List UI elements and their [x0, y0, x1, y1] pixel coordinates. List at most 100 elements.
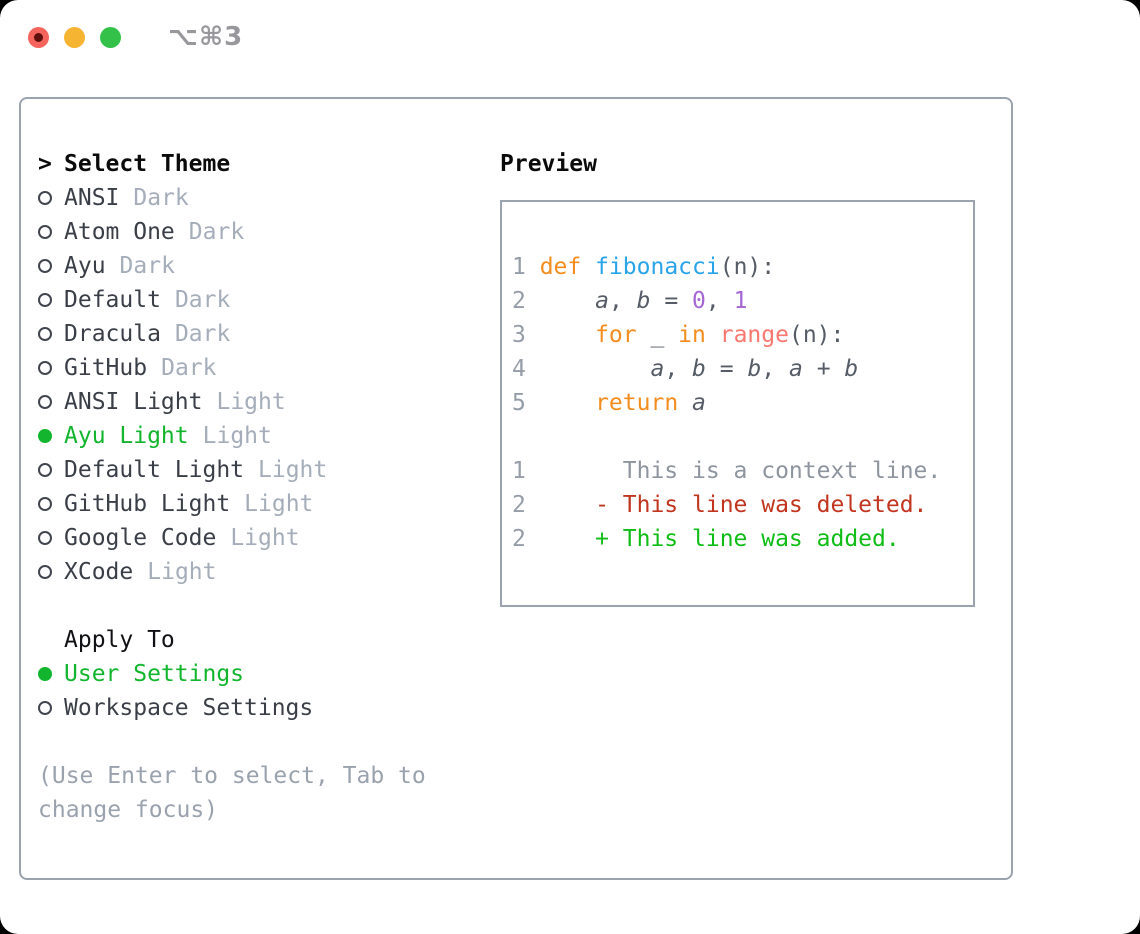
code-line: 2 a, b = 0, 1	[512, 284, 973, 318]
theme-variant-label: Light	[230, 525, 300, 551]
code-token: fibonacci	[595, 254, 720, 280]
code-token: a	[595, 288, 609, 314]
theme-variant-label: Light	[258, 457, 328, 483]
radio-icon	[38, 497, 52, 511]
code-token: def	[539, 254, 582, 280]
theme-item-label: Ayu	[64, 253, 106, 279]
code-token: (n):	[788, 322, 845, 348]
diff-line: 1 This is a context line.	[512, 454, 973, 488]
apply-option-label: Workspace Settings	[64, 695, 314, 721]
preview-header: Preview	[500, 147, 1011, 181]
help-line-1: (Use Enter to select, Tab to	[38, 763, 426, 789]
code-token: a	[650, 356, 665, 382]
radio-icon	[38, 191, 52, 205]
code-token: - This line was deleted.	[539, 492, 928, 518]
code-line: 3 for _ in range(n):	[512, 318, 973, 352]
code-token: range	[719, 322, 789, 348]
code-token	[706, 322, 720, 348]
code-token: =	[705, 356, 748, 382]
theme-variant-label: Dark	[174, 321, 231, 347]
theme-variant-label: Dark	[133, 185, 189, 211]
code-token: (n):	[719, 254, 776, 280]
titlebar-shortcut: ⌥⌘3	[168, 22, 244, 52]
theme-item-label: Dracula	[64, 321, 161, 347]
theme-item-label: Ayu Light	[64, 423, 189, 449]
theme-item-default[interactable]: Default Dark	[38, 283, 483, 317]
code-token: return	[595, 390, 679, 416]
theme-item-atom-one[interactable]: Atom One Dark	[38, 215, 483, 249]
code-token: ,	[705, 288, 734, 314]
apply-option-workspace-settings[interactable]: Workspace Settings	[38, 691, 483, 725]
theme-item-github[interactable]: GitHub Dark	[38, 351, 483, 385]
select-theme-title: Select Theme	[64, 151, 231, 177]
line-number: 2	[512, 492, 526, 518]
theme-variant-label: Light	[244, 491, 314, 517]
radio-icon	[38, 293, 52, 307]
code-token: This is a context line.	[539, 458, 942, 484]
radio-icon	[38, 463, 52, 477]
apply-option-user-settings[interactable]: User Settings	[38, 657, 483, 691]
help-line-2: change focus)	[38, 797, 219, 823]
theme-item-default-light[interactable]: Default Light Light	[38, 453, 483, 487]
line-number: 4	[512, 356, 526, 382]
code-token: ,	[608, 288, 637, 314]
theme-item-label: GitHub	[64, 355, 148, 381]
preview-title: Preview	[500, 151, 597, 177]
code-token: =	[650, 288, 693, 314]
theme-variant-label: Light	[216, 389, 286, 415]
theme-item-google-code[interactable]: Google Code Light	[38, 521, 483, 555]
help-text: (Use Enter to select, Tab to change focu…	[38, 759, 483, 827]
zoom-button[interactable]	[100, 26, 121, 48]
theme-item-label: Atom One	[64, 219, 175, 245]
code-token: ,	[761, 356, 789, 382]
theme-item-label: Google Code	[64, 525, 217, 551]
theme-item-dracula[interactable]: Dracula Dark	[38, 317, 483, 351]
minimize-button[interactable]	[64, 26, 85, 48]
code-token	[540, 322, 595, 348]
radio-icon	[38, 395, 52, 409]
theme-item-label: Default	[64, 287, 161, 313]
line-number: 2	[512, 288, 526, 314]
radio-icon	[38, 565, 52, 579]
radio-icon	[38, 701, 52, 715]
theme-item-label: ANSI	[64, 185, 120, 211]
theme-variant-label: Light	[147, 559, 217, 585]
theme-item-ansi[interactable]: ANSI Dark	[38, 181, 483, 215]
code-token: b	[747, 356, 762, 382]
theme-variant-label: Dark	[188, 219, 245, 245]
radio-icon	[38, 531, 52, 545]
theme-item-ansi-light[interactable]: ANSI Light Light	[38, 385, 483, 419]
code-token: ,	[664, 356, 693, 382]
code-token: for	[595, 322, 637, 348]
theme-variant-label: Dark	[161, 355, 217, 381]
theme-item-label: ANSI Light	[64, 389, 203, 415]
code-token: b	[636, 288, 651, 314]
diff-block: 1 This is a context line.2 - This line w…	[512, 454, 973, 556]
line-number: 2	[512, 526, 526, 552]
code-token: _	[636, 322, 679, 348]
diff-line: 2 - This line was deleted.	[512, 488, 973, 522]
radio-icon	[38, 361, 52, 375]
radio-icon	[38, 327, 52, 341]
close-button[interactable]	[28, 26, 49, 48]
radio-icon	[38, 225, 52, 239]
theme-variant-label: Dark	[174, 287, 231, 313]
theme-item-label: Default Light	[64, 457, 245, 483]
code-token	[540, 288, 595, 314]
radio-icon	[38, 259, 52, 273]
code-token: 1	[733, 288, 748, 314]
titlebar: ⌥⌘3	[28, 22, 243, 52]
line-number: 5	[512, 390, 526, 416]
code-line: 5 return a	[512, 386, 973, 420]
